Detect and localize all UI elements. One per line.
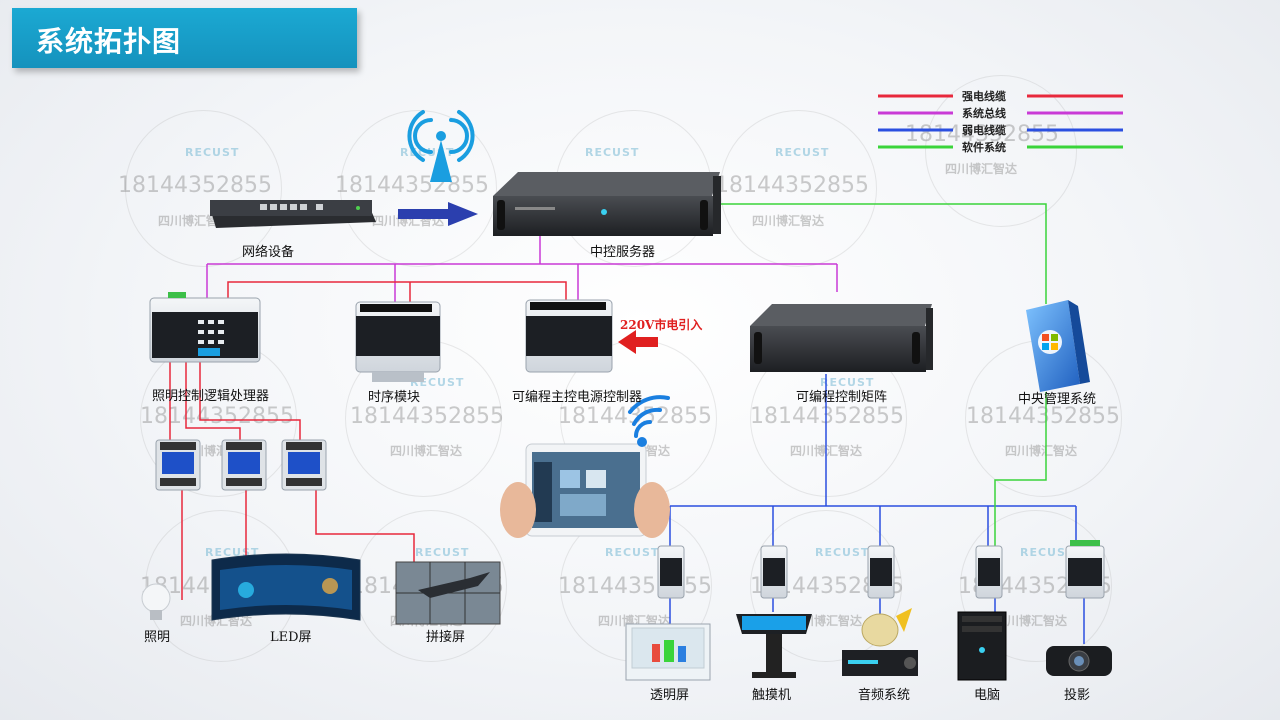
- contactor: [281, 439, 327, 491]
- watermark-circle: [340, 110, 497, 267]
- label-pc: 电脑: [974, 688, 1001, 703]
- watermark-phone: 18144352855: [715, 173, 869, 198]
- title-banner: 系统拓扑图: [12, 8, 357, 68]
- label-mains: 220V市电引入: [620, 318, 703, 332]
- watermark-company: 四川博汇智达: [158, 214, 231, 228]
- light-bulb: [141, 583, 171, 620]
- audio-system: [842, 608, 918, 676]
- watermark-phone: 18144352855: [350, 404, 504, 429]
- watermark-company: 四川博汇智达: [945, 162, 1018, 176]
- watermark-circle: [960, 510, 1112, 662]
- watermark-phone: 18144352855: [750, 404, 904, 429]
- legend-item-power: 强电线缆: [962, 90, 1006, 103]
- transparent-display: [625, 623, 711, 681]
- watermark-company: 四川博汇智达: [180, 614, 253, 628]
- watermark-company: 四川博汇智达: [995, 614, 1068, 628]
- watermark-brand: RECUST: [605, 546, 660, 559]
- label-audio: 音频系统: [858, 688, 911, 703]
- power-lines: [169, 281, 567, 600]
- server-rack: [493, 172, 721, 236]
- label-timer: 时序模块: [368, 390, 421, 405]
- label-server: 中控服务器: [590, 245, 656, 260]
- page-title: 系统拓扑图: [36, 25, 182, 58]
- label-led: LED屏: [270, 630, 312, 645]
- io-module: [867, 545, 895, 599]
- watermark-circle: [750, 510, 902, 662]
- label-lighting-logic: 照明控制逻辑处理器: [152, 389, 270, 404]
- wifi-icon: [628, 395, 670, 438]
- watermark-company: 四川博汇智达: [390, 444, 463, 458]
- software-box: [1026, 300, 1090, 392]
- splice-screen: [395, 561, 501, 625]
- matrix-rack: [750, 304, 933, 372]
- io-module: [657, 545, 685, 599]
- power-controller: [525, 299, 613, 373]
- watermark-phone: 18144352855: [966, 404, 1120, 429]
- label-power-controller: 可编程主控电源控制器: [512, 390, 643, 405]
- watermark-brand: RECUST: [815, 546, 870, 559]
- watermark-brand: RECUST: [775, 146, 830, 159]
- label-splice: 拼接屏: [426, 630, 466, 645]
- label-transparent: 透明屏: [650, 688, 690, 703]
- label-network: 网络设备: [242, 245, 295, 260]
- antenna-icon: [407, 110, 475, 162]
- tablet-device: [500, 443, 670, 538]
- lighting-processor: [149, 292, 261, 363]
- io-module: [975, 545, 1003, 599]
- legend-item-software: 软件系统: [962, 141, 1006, 154]
- router-device: [210, 200, 376, 228]
- watermark-brand: RECUST: [415, 546, 470, 559]
- contactor: [221, 439, 267, 491]
- legend-lines: [878, 94, 1123, 149]
- watermark-circle: [125, 110, 282, 267]
- io-module: [1065, 540, 1105, 599]
- software-lines: [715, 203, 1047, 546]
- watermark-company: 四川博汇智达: [1005, 444, 1078, 458]
- pc-tower: [957, 611, 1007, 681]
- watermark-phone: 18144352855: [118, 173, 272, 198]
- touch-kiosk: [736, 614, 812, 678]
- watermark-brand: RECUST: [185, 146, 240, 159]
- label-central: 中央管理系统: [1018, 392, 1097, 407]
- projector: [1046, 646, 1112, 676]
- io-module: [760, 545, 788, 599]
- label-light: 照明: [144, 630, 171, 645]
- watermark-phone: 18144352855: [335, 173, 489, 198]
- watermark-phone: 18144352855: [140, 404, 294, 429]
- label-matrix: 可编程控制矩阵: [796, 390, 888, 405]
- watermark-company: 四川博汇智达: [752, 214, 825, 228]
- legend-item-bus: 系统总线: [962, 107, 1006, 120]
- led-screen: [211, 553, 361, 621]
- watermark-phone: 18144352855: [905, 122, 1059, 147]
- watermark-circle: [925, 75, 1077, 227]
- timer-module: [355, 301, 441, 382]
- watermark-brand: RECUST: [820, 376, 875, 389]
- mains-arrow-icon: [618, 330, 658, 354]
- contactor: [155, 439, 201, 491]
- watermark-brand: RECUST: [585, 146, 640, 159]
- watermark-phone: 18144352855: [558, 574, 712, 599]
- label-projector: 投影: [1064, 688, 1091, 703]
- legend-item-weak: 弱电线缆: [962, 124, 1006, 137]
- arrow-icon: [398, 202, 478, 226]
- label-touch: 触摸机: [752, 688, 792, 703]
- weak-current-lines: [669, 374, 1085, 644]
- watermark-brand: RECUST: [1020, 546, 1075, 559]
